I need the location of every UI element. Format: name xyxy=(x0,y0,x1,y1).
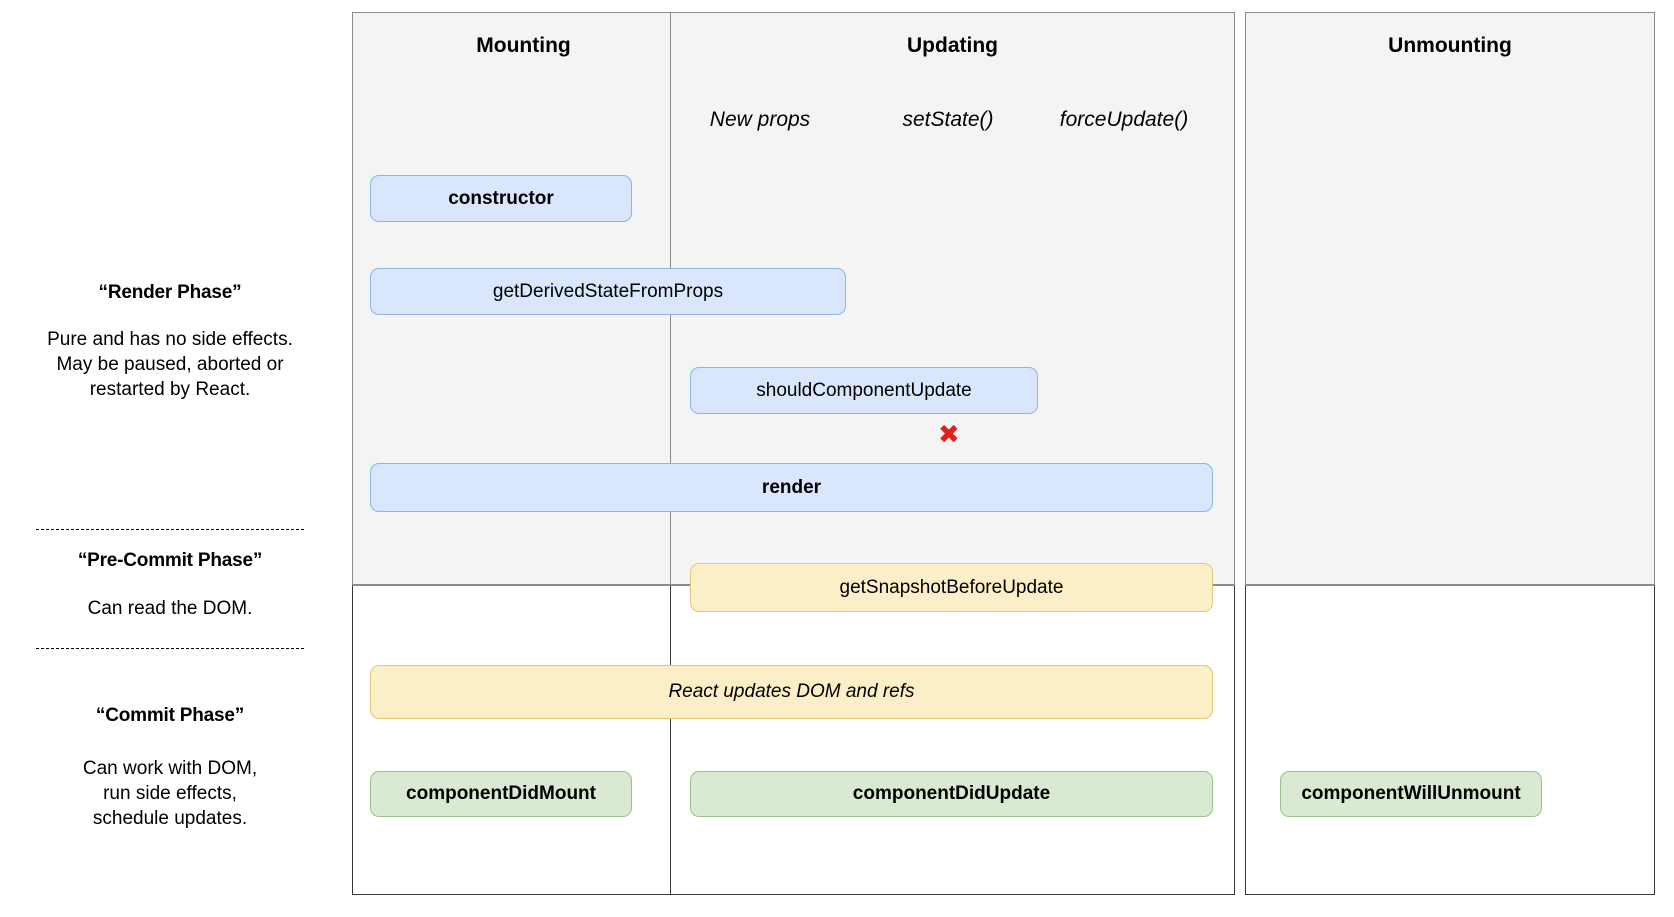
phase-title-render: “Render Phase” xyxy=(98,282,242,303)
node-constructor[interactable]: constructor xyxy=(370,175,632,222)
render-desc-line-3: restarted by React. xyxy=(89,379,251,400)
phase-description-precommit: Can read the DOM. xyxy=(0,596,340,621)
phase-title-commit: “Commit Phase” xyxy=(95,705,245,726)
commit-desc-line-2: run side effects, xyxy=(103,783,237,804)
phase-title-precommit: “Pre-Commit Phase” xyxy=(77,550,263,571)
column-header-mounting: Mounting xyxy=(476,34,571,57)
node-component-did-mount[interactable]: componentDidMount xyxy=(370,771,632,817)
phase-description-render: Pure and has no side effects. May be pau… xyxy=(0,327,340,402)
commit-desc-line-1: Can work with DOM, xyxy=(82,758,258,779)
commit-desc-line-3: schedule updates. xyxy=(92,808,248,829)
column-header-updating: Updating xyxy=(907,34,998,57)
node-component-did-update[interactable]: componentDidUpdate xyxy=(690,771,1213,817)
node-component-will-unmount[interactable]: componentWillUnmount xyxy=(1280,771,1542,817)
phase-divider-render-precommit xyxy=(36,529,304,530)
render-desc-line-2: May be paused, aborted or xyxy=(56,354,284,375)
trigger-label-set-state: setState() xyxy=(902,108,994,131)
column-panel-mounting-lower xyxy=(352,585,695,895)
trigger-label-new-props: New props xyxy=(709,108,811,131)
node-get-derived-state-from-props[interactable]: getDerivedStateFromProps xyxy=(370,268,846,315)
column-panel-unmounting-upper xyxy=(1245,12,1655,585)
column-panel-updating-lower xyxy=(670,585,1235,895)
column-panel-unmounting-lower xyxy=(1245,585,1655,895)
render-desc-line-1: Pure and has no side effects. xyxy=(47,329,293,350)
node-should-component-update[interactable]: shouldComponentUpdate xyxy=(690,367,1038,414)
skip-render-x-icon: ✖ xyxy=(938,420,960,450)
phase-divider-precommit-commit xyxy=(36,648,304,649)
node-render[interactable]: render xyxy=(370,463,1213,512)
node-get-snapshot-before-update[interactable]: getSnapshotBeforeUpdate xyxy=(690,563,1213,612)
precommit-desc-line-1: Can read the DOM. xyxy=(87,598,253,619)
node-react-updates-dom-and-refs[interactable]: React updates DOM and refs xyxy=(370,665,1213,719)
column-header-unmounting: Unmounting xyxy=(1388,34,1512,57)
phase-description-commit: Can work with DOM, run side effects, sch… xyxy=(0,756,340,831)
trigger-label-force-update: forceUpdate() xyxy=(1059,108,1189,131)
